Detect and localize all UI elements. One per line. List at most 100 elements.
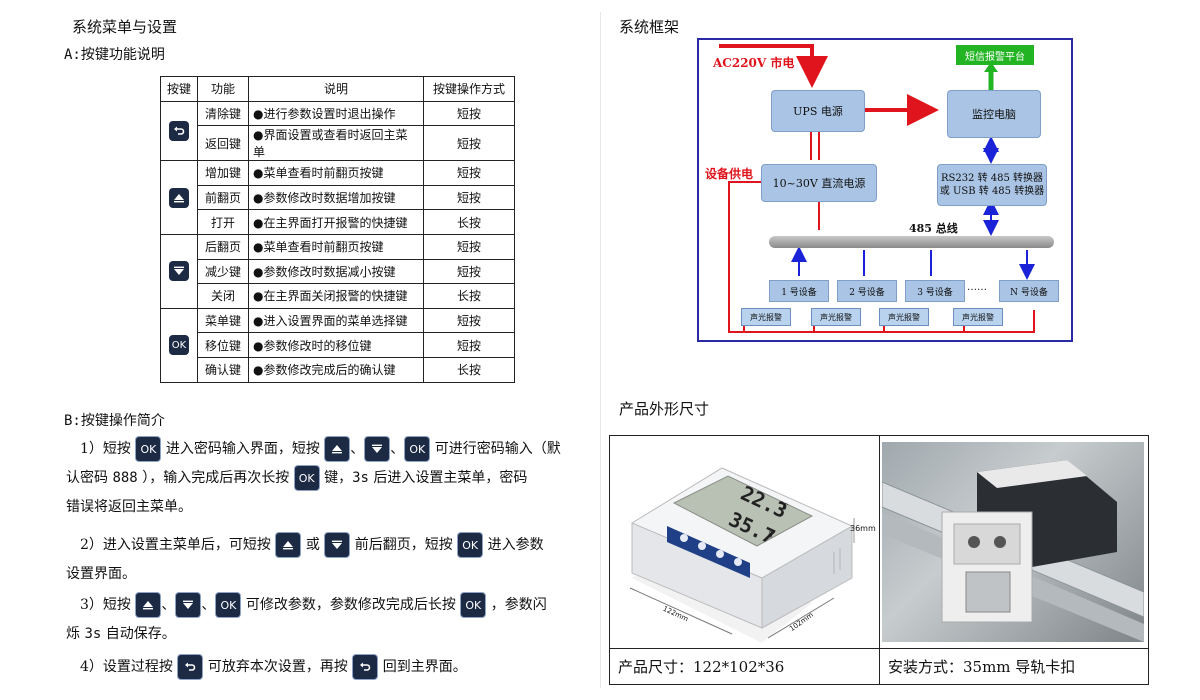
p3-text-b: 可修改参数，参数修改完成后长按 <box>245 597 456 613</box>
converter-line-2: 或 USB 转 485 转换器 <box>939 186 1045 197</box>
desc-cell: ●在主界面打开报警的快捷键 <box>248 209 424 235</box>
key-function-table: 按键 功能 说明 按键操作方式 清除键 ●进行参数设置时退出操作 短按 返回键 … <box>160 76 515 383</box>
table-row: OK 菜单键 ●进入设置界面的菜单选择键 短按 <box>160 307 515 383</box>
alarm-box: 声光报警 <box>811 308 861 326</box>
op-cell: 长按 <box>423 356 515 383</box>
device-n: N 号设备 <box>999 280 1059 302</box>
device-3: 3 号设备 <box>905 280 965 302</box>
desc-cell: ●进行参数设置时退出操作 <box>248 100 424 127</box>
desc-cell: ●界面设置或查看时返回主菜单 <box>248 125 424 162</box>
table-row: 清除键 ●进行参数设置时退出操作 短按 <box>160 100 515 162</box>
header-function: 功能 <box>197 76 249 102</box>
p1-text-a: 1）短按 <box>80 441 131 457</box>
back-arrow-icon <box>352 654 379 680</box>
desc-cell: ●菜单查看时前翻页按键 <box>248 160 424 186</box>
dc-power-box: 10~30V 直流电源 <box>761 164 877 202</box>
ok-key-icon: OK <box>215 592 242 618</box>
p1-text-c: 可进行密码输入（默 <box>434 441 561 457</box>
function-cell: 减少键 <box>197 258 249 285</box>
alarm-box: 声光报警 <box>879 308 929 326</box>
p4-text-b: 可放弃本次设置，再按 <box>207 659 348 675</box>
op-cell: 长按 <box>423 209 515 235</box>
default-password: 888 <box>112 470 138 486</box>
op-cell: 短按 <box>423 125 515 162</box>
function-cell: 菜单键 <box>197 307 249 334</box>
table-row: 关闭 ●在主界面关闭报警的快捷键 长按 <box>161 283 515 309</box>
p2-text-d: 设置界面。 <box>66 566 136 582</box>
header-op: 按键操作方式 <box>423 76 515 102</box>
function-cell: 关闭 <box>197 283 249 309</box>
product-table: 22.3 °C 35.7 % 36mm 122mm 102mm 产品尺寸：122… <box>609 435 1149 685</box>
p3-sep-2: 、 <box>201 597 216 613</box>
bus-label: 485 总线 <box>909 222 958 235</box>
op-cell: 短按 <box>423 332 515 358</box>
desc-cell: ●在主界面关闭报警的快捷键 <box>248 283 424 309</box>
function-cell: 前翻页 <box>197 184 249 211</box>
table-row: 移位键 ●参数修改时的移位键 短按 <box>161 332 515 358</box>
device-2: 2 号设备 <box>837 280 897 302</box>
op-cell: 短按 <box>423 100 515 127</box>
table-row: 返回键 ●界面设置或查看时返回主菜单 短按 <box>161 125 515 162</box>
up-arrow-icon <box>135 592 162 618</box>
op-cell: 短按 <box>423 184 515 211</box>
ok-key-icon: OK <box>404 436 431 462</box>
table-row: 前翻页 ●参数修改时数据增加按键 短按 <box>161 184 515 211</box>
table-row: 减少键 ●参数修改时数据减小按键 短按 <box>161 258 515 285</box>
back-arrow-icon <box>177 654 204 680</box>
key-cell-back <box>160 100 198 162</box>
converter-box: RS232 转 485 转换器 或 USB 转 485 转换器 <box>937 164 1047 206</box>
paragraph-1: 1）短按 OK 进入密码输入界面，短按 、、OK 可进行密码输入（默 认密码 8… <box>66 435 596 522</box>
product-image: 22.3 °C 35.7 % 36mm 122mm 102mm <box>612 438 878 646</box>
p1-seconds: 3s <box>352 470 369 486</box>
p3-text-a: 3）短按 <box>80 597 131 613</box>
section-a-title: A:按键功能说明 <box>64 47 165 63</box>
p3-text-c: ，参数闪 <box>490 597 547 613</box>
function-cell: 增加键 <box>197 160 249 186</box>
device-ellipsis: …… <box>967 282 987 293</box>
ok-key-icon: OK <box>169 335 189 356</box>
converter-line-1: RS232 转 485 转换器 <box>940 173 1044 184</box>
ups-box: UPS 电源 <box>771 90 865 132</box>
p1-text-e: ），输入完成后再次长按 <box>142 470 290 486</box>
up-arrow-icon <box>169 187 189 208</box>
p1-sep-2: 、 <box>390 441 405 457</box>
function-cell: 打开 <box>197 209 249 235</box>
device-power-label: 设备供电 <box>705 167 754 181</box>
header-desc: 说明 <box>248 76 424 102</box>
ok-key-icon: OK <box>457 532 484 558</box>
table-row: 确认键 ●参数修改完成后的确认键 长按 <box>161 356 515 383</box>
desc-cell: ●进入设置界面的菜单选择键 <box>248 307 424 334</box>
ac-power-label: AC220V 市电 <box>713 56 795 70</box>
function-cell: 返回键 <box>197 125 249 162</box>
header-key: 按键 <box>160 76 198 102</box>
table-header-row: 按键 功能 说明 按键操作方式 <box>160 76 515 102</box>
paragraph-4: 4）设置过程按 可放弃本次设置，再按 回到主界面。 <box>66 653 596 682</box>
mount-method-label: 安装方式：35mm 导轨卡扣 <box>888 658 1076 676</box>
alarm-box: 声光报警 <box>953 308 1003 326</box>
back-arrow-icon <box>169 120 189 141</box>
function-cell: 确认键 <box>197 356 249 383</box>
device-illustration <box>629 467 855 643</box>
p3-sep-1: 、 <box>161 597 176 613</box>
p3-text-d: 烁 <box>66 626 80 642</box>
device-1: 1 号设备 <box>769 280 829 302</box>
p1-text-d: 认密码 <box>66 470 108 486</box>
monitor-pc-box: 监控电脑 <box>947 90 1041 138</box>
op-cell: 短按 <box>423 233 515 260</box>
product-table-vline <box>879 436 880 684</box>
op-cell: 短按 <box>423 160 515 186</box>
key-cell-up <box>160 160 198 235</box>
up-arrow-icon <box>275 532 302 558</box>
function-cell: 移位键 <box>197 332 249 358</box>
table-row: 打开 ●在主界面打开报警的快捷键 长按 <box>161 209 515 235</box>
key-cell-ok: OK <box>160 307 198 383</box>
key-cell-down <box>160 233 198 309</box>
ok-key-icon: OK <box>293 465 320 491</box>
p3-seconds: 3s <box>84 626 102 642</box>
paragraph-3: 3）短按 、、OK 可修改参数，参数修改完成后长按 OK ，参数闪 烁 3s 自… <box>66 591 596 649</box>
alarm-box: 声光报警 <box>741 308 791 326</box>
desc-cell: ●参数修改时数据增加按键 <box>248 184 424 211</box>
sms-alarm-platform: 短信报警平台 <box>956 45 1034 65</box>
op-cell: 长按 <box>423 283 515 309</box>
p2-text-a: 2）进入设置主菜单后，可短按 <box>80 537 271 553</box>
